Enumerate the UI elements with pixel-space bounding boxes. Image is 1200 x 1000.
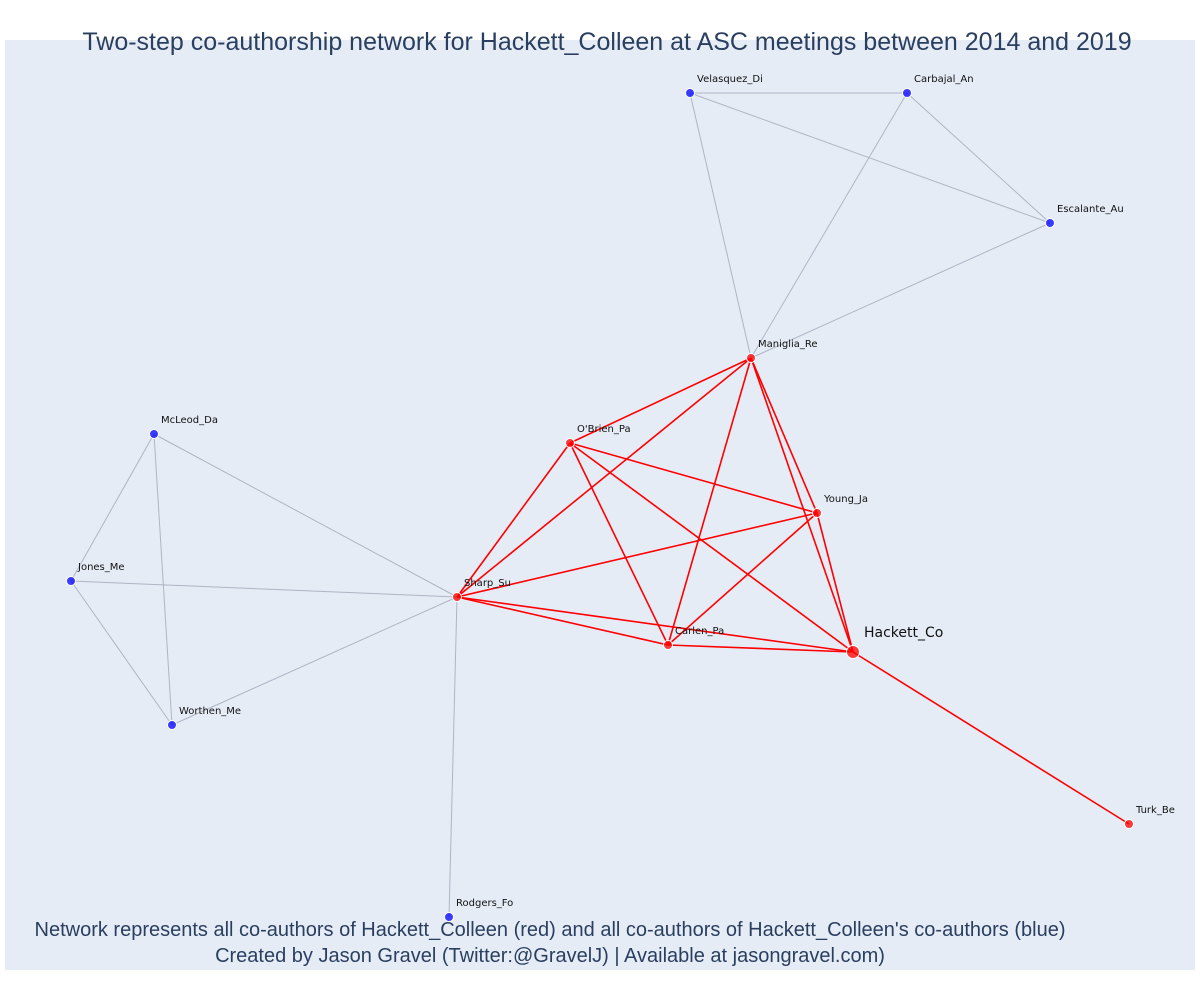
edge-o-brien-pa-hackett-co: [569, 442, 854, 653]
edge-sharp-su-hackett-co: [456, 596, 854, 653]
node-label-rodgers-fo: Rodgers_Fo: [456, 898, 513, 909]
edge-escalante-au-maniglia-re: [750, 222, 1051, 359]
edge-maniglia-re-carlen-pa: [667, 357, 752, 646]
node-label-velasquez-di: Velasquez_Di: [697, 74, 763, 85]
edge-carlen-pa-hackett-co: [667, 644, 854, 653]
edge-hackett-co-turk-be: [852, 651, 1130, 825]
node-label-o-brien-pa: O'Brien_Pa: [577, 424, 631, 435]
edge-velasquez-di-maniglia-re: [689, 92, 752, 359]
node-mcleod-da[interactable]: [149, 429, 159, 439]
label-layer: Velasquez_Di Carbajal_AnEscalante_AuManig…: [77, 74, 1175, 909]
edge-layer: [70, 92, 1130, 918]
caption-line-1: Network represents all co-authors of Hac…: [34, 919, 1066, 941]
node-o-brien-pa[interactable]: [565, 438, 575, 448]
node-carlen-pa[interactable]: [663, 640, 673, 650]
node-label-young-ja: Young_Ja: [823, 494, 868, 505]
node-worthen-me[interactable]: [167, 720, 177, 730]
node-label-worthen-me: Worthen_Me: [179, 706, 241, 717]
edge-mcleod-da-jones-me: [70, 433, 155, 582]
caption: Network represents all co-authors of Hac…: [0, 917, 1100, 969]
edge-maniglia-re-young-ja: [750, 357, 818, 514]
chart-title: Two-step co-authorship network for Hacke…: [82, 28, 1132, 56]
node-young-ja[interactable]: [812, 508, 822, 518]
edge-young-ja-sharp-su: [456, 512, 818, 598]
node-escalante-au[interactable]: [1045, 218, 1055, 228]
node-rodgers-fo[interactable]: [444, 912, 454, 922]
edge-maniglia-re-hackett-co: [750, 357, 854, 653]
node-label-turk-be: Turk_Be: [1135, 805, 1175, 816]
edge-mcleod-da-worthen-me: [153, 433, 173, 726]
edge-jones-me-sharp-su: [70, 580, 458, 598]
caption-line-2: Created by Jason Gravel (Twitter:@Gravel…: [215, 945, 885, 967]
node-sharp-su[interactable]: [452, 592, 462, 602]
edge-velasquez-di-escalante-au: [689, 92, 1051, 224]
edge-sharp-su-carlen-pa: [456, 596, 669, 646]
edge-jones-me-worthen-me: [70, 580, 173, 726]
edge-carbajal-an-maniglia-re: [750, 92, 908, 359]
node-label-carbajal-an: Carbajal_An: [914, 74, 974, 85]
edge-o-brien-pa-sharp-su: [456, 442, 571, 598]
edge-mcleod-da-sharp-su: [153, 433, 458, 598]
edge-rodgers-fo-sharp-su: [448, 596, 458, 918]
edge-young-ja-hackett-co: [816, 512, 854, 653]
edge-young-ja-carlen-pa: [667, 512, 818, 646]
edge-o-brien-pa-young-ja: [569, 442, 818, 514]
node-velasquez-di[interactable]: [685, 88, 695, 98]
node-label-sharp-su: Sharp_Su: [464, 578, 511, 589]
node-maniglia-re[interactable]: [746, 353, 756, 363]
edge-maniglia-re-sharp-su: [456, 357, 752, 598]
node-carbajal-an[interactable]: [902, 88, 912, 98]
node-turk-be[interactable]: [1124, 819, 1134, 829]
node-layer: [66, 88, 1134, 922]
edge-o-brien-pa-carlen-pa: [569, 442, 669, 646]
node-jones-me[interactable]: [66, 576, 76, 586]
node-label-hackett-co: Hackett_Co: [864, 625, 943, 641]
edge-worthen-me-sharp-su: [171, 596, 458, 726]
node-label-jones-me: Jones_Me: [77, 562, 125, 573]
edge-maniglia-re-o-brien-pa: [569, 357, 752, 444]
node-label-maniglia-re: Maniglia_Re: [758, 339, 818, 350]
node-hackett-co[interactable]: [846, 645, 860, 659]
node-label-escalante-au: Escalante_Au: [1057, 204, 1124, 215]
node-label-carlen-pa: Carlen_Pa: [675, 626, 724, 637]
edge-carbajal-an-escalante-au: [906, 92, 1051, 224]
node-label-mcleod-da: McLeod_Da: [161, 415, 218, 426]
